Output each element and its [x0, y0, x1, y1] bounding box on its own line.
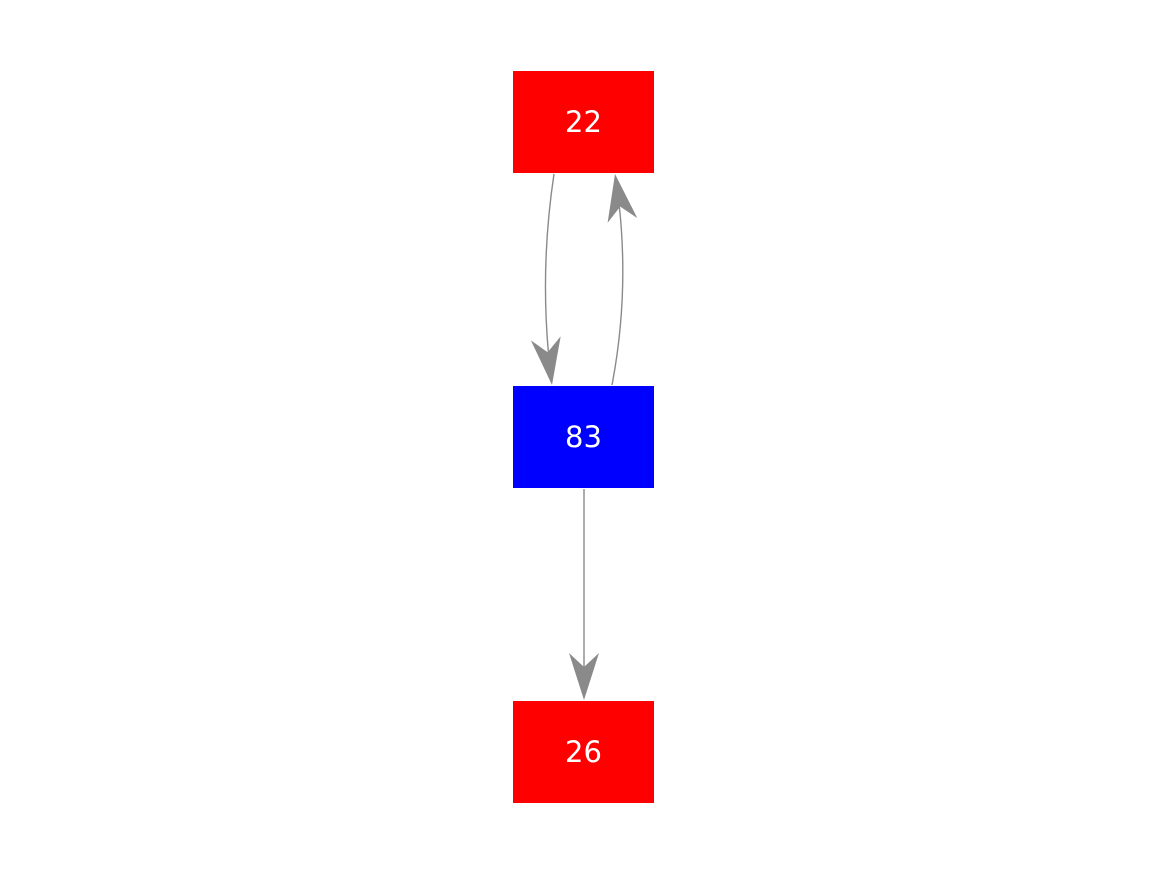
edge-83-to-22-line — [611, 205, 624, 386]
node-83: 83 — [513, 386, 654, 488]
node-22-label: 22 — [565, 104, 602, 139]
node-83-label: 83 — [565, 419, 602, 454]
edge-22-to-83-arrowhead — [530, 336, 561, 385]
node-22: 22 — [513, 71, 654, 173]
edge-83-to-22-arrowhead — [607, 174, 638, 223]
node-26: 26 — [513, 701, 654, 803]
node-26-label: 26 — [565, 734, 602, 769]
edge-22-to-83-line — [544, 173, 555, 354]
edge-83-to-26-arrowhead — [569, 653, 599, 700]
